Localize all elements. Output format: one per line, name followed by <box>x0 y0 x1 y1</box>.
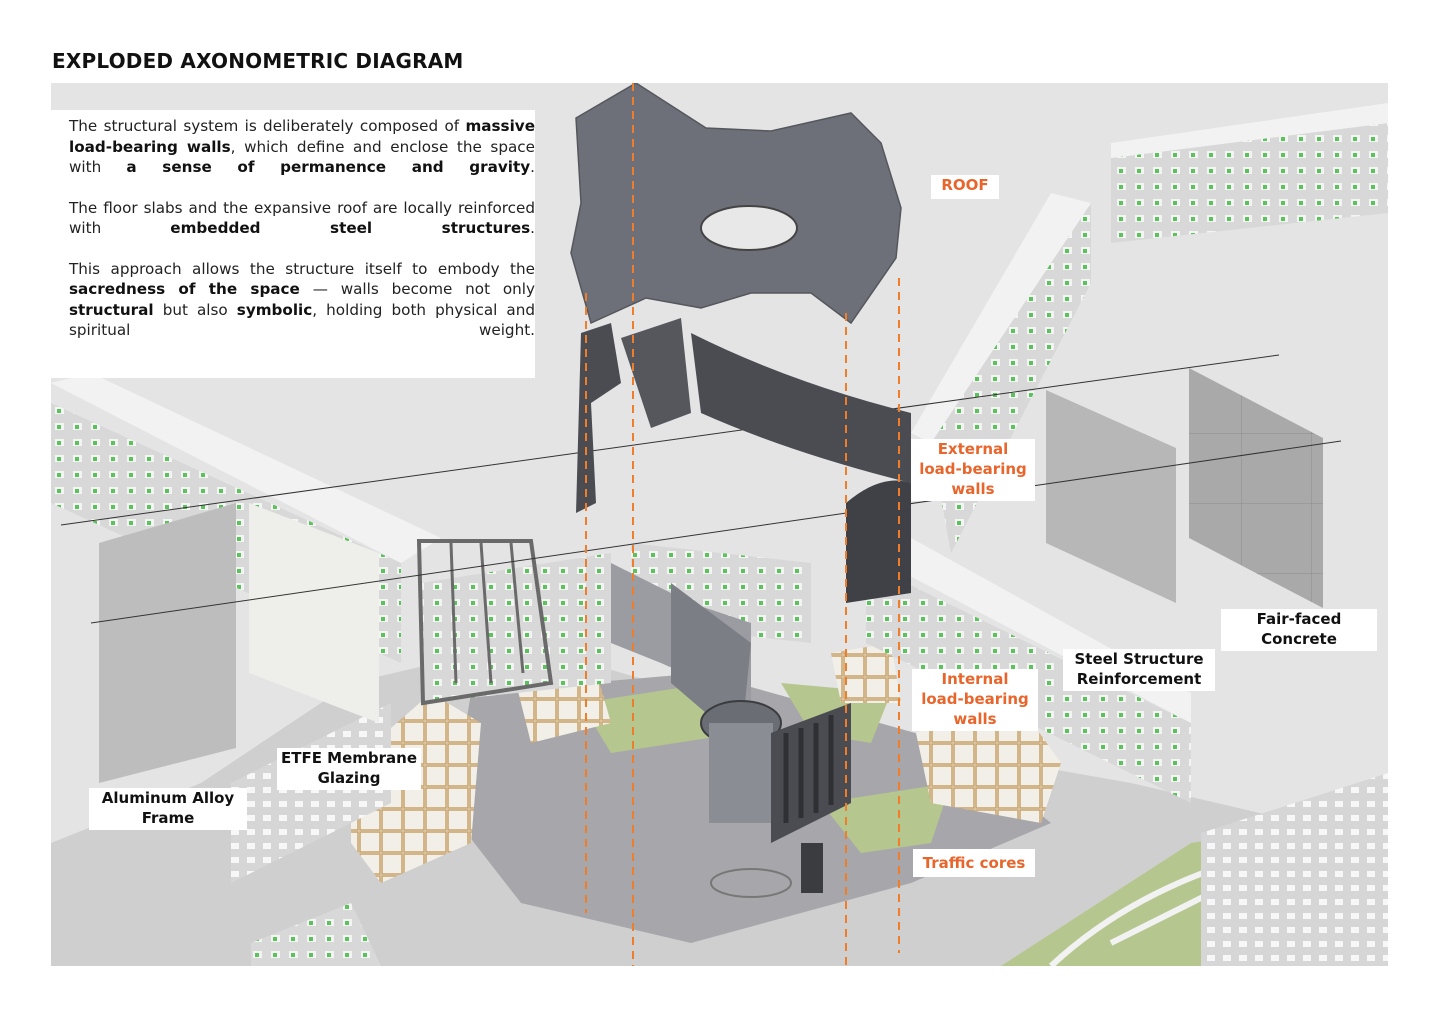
internal-wall-comb-fins <box>783 715 834 823</box>
traffic-core-stair <box>801 843 823 893</box>
aluminum-swatch <box>99 503 236 783</box>
label-line: Aluminum Alloy <box>101 789 235 807</box>
text-run: The floor slabs and the expansive roof a… <box>69 198 535 238</box>
apartment-block-center <box>421 553 611 703</box>
text-run: , which define and enclose the space wit… <box>69 137 535 177</box>
text-run: This approach allows the structure itsel… <box>69 259 535 278</box>
label-line: Fair-faced <box>1256 610 1342 628</box>
page-title: EXPLODED AXONOMETRIC DIAGRAM <box>52 49 464 73</box>
label-traffic-cores: Traffic cores <box>913 849 1035 877</box>
external-wall-northwest <box>621 318 691 428</box>
roof-slab <box>570 83 902 325</box>
text-run: but also <box>153 300 237 319</box>
label-aluminum-frame: Aluminum Alloy Frame <box>89 788 247 830</box>
steel-swatch <box>1046 390 1176 603</box>
apartment-block-southeast <box>1201 773 1388 966</box>
description-paragraph-2: The floor slabs and the expansive roof a… <box>69 198 535 239</box>
label-line: Reinforcement <box>1076 670 1202 688</box>
crate-cluster-northeast <box>831 643 901 703</box>
apartment-roof-diagonal <box>911 193 1091 443</box>
axonometric-scene: The structural system is deliberately co… <box>51 83 1388 966</box>
roof-skylight <box>700 205 798 251</box>
apartment-block-north <box>1111 123 1388 243</box>
label-external-walls: External load-bearing walls <box>911 439 1035 501</box>
section-line-upper <box>60 354 1280 526</box>
text-run: The structural system is deliberately co… <box>69 117 466 135</box>
lawn-south <box>821 783 951 853</box>
scene-illustration <box>51 83 1388 966</box>
projection-guides <box>585 83 900 966</box>
label-line: walls <box>951 480 995 498</box>
label-steel-reinforcement: Steel Structure Reinforcement <box>1063 649 1215 691</box>
external-wall-west <box>576 323 621 513</box>
label-line: Frame <box>141 809 195 827</box>
emphasis-load-bearing-walls: massive load-bearing walls <box>69 117 535 156</box>
apartment-roof-north <box>1111 103 1388 158</box>
apartment-roof-west <box>51 373 441 563</box>
text-run: . <box>530 219 535 237</box>
label-line: Steel Structure <box>1074 650 1204 668</box>
label-line: Concrete <box>1261 630 1337 648</box>
description-paragraph-1: The structural system is deliberately co… <box>69 116 535 178</box>
label-line: Internal <box>941 670 1009 688</box>
text-run: . <box>530 158 535 176</box>
label-internal-walls: Internal load-bearing walls <box>912 669 1038 731</box>
aluminum-frame-model <box>416 539 554 706</box>
label-traffic-cores-text: Traffic cores <box>922 854 1026 872</box>
internal-core-body <box>709 723 773 823</box>
emphasis-permanence-gravity: a sense of permanence and gravity <box>126 158 531 176</box>
label-line: walls <box>953 710 997 728</box>
emphasis-sacredness: sacredness of the space <box>69 280 300 298</box>
text-run: , holding both physical and spiritual we… <box>69 300 535 340</box>
label-line: load-bearing <box>921 690 1029 708</box>
external-wall-east <box>846 480 911 603</box>
concrete-swatch <box>1189 368 1323 608</box>
emphasis-structural: structural <box>69 300 154 319</box>
section-line-lower <box>90 440 1342 624</box>
description-panel: The structural system is deliberately co… <box>51 110 535 378</box>
label-line: External <box>937 440 1009 458</box>
label-etfe-glazing: ETFE Membrane Glazing <box>277 748 421 790</box>
label-line: Glazing <box>317 769 381 787</box>
emphasis-steel-structures: embedded steel structures <box>170 219 531 237</box>
label-roof: ROOF <box>931 175 999 199</box>
label-line: load-bearing <box>919 460 1027 478</box>
label-fair-faced-concrete: Fair-faced Concrete <box>1221 609 1377 651</box>
traffic-core-ramp <box>710 868 792 898</box>
apartment-block-south <box>251 903 381 966</box>
text-run: — walls become not only <box>299 280 536 298</box>
etfe-swatch <box>249 503 379 723</box>
label-roof-text: ROOF <box>941 176 989 194</box>
description-paragraph-3: This approach allows the structure itsel… <box>69 259 535 341</box>
label-line: ETFE Membrane <box>280 749 418 767</box>
external-wall-curved <box>691 333 911 483</box>
emphasis-symbolic: symbolic <box>236 300 313 319</box>
